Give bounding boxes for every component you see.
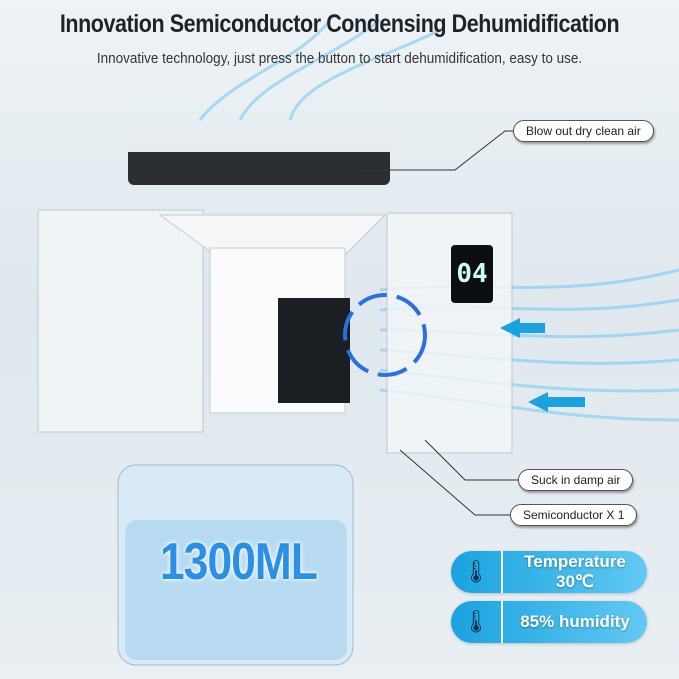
callout-suck-in: Suck in damp air: [518, 469, 634, 491]
humidity-badge: 🌡 85% humidity: [451, 601, 647, 643]
arrow-in-2: [528, 392, 585, 412]
leader-lines: [360, 130, 518, 516]
right-housing: [386, 212, 513, 454]
temperature-badge: 🌡 Temperature 30℃: [451, 551, 647, 593]
fan-swirl: [343, 293, 427, 377]
callout-semiconductor: Semiconductor X 1: [510, 504, 638, 526]
left-housing: [37, 209, 204, 433]
heatsink: [278, 298, 350, 403]
callout-blow-out: Blow out dry clean air: [513, 120, 654, 142]
thermometer-drop-icon: 🌡: [451, 601, 503, 643]
thermometer-sun-icon: 🌡: [451, 551, 503, 593]
top-vent: [128, 145, 390, 185]
lcd-display: 04: [451, 245, 493, 303]
page-title: Innovation Semiconductor Condensing Dehu…: [59, 10, 620, 38]
tank-capacity: 1300ML: [160, 533, 318, 591]
arrow-in-1: [500, 318, 545, 338]
page-subtitle: Innovative technology, just press the bu…: [96, 50, 583, 67]
